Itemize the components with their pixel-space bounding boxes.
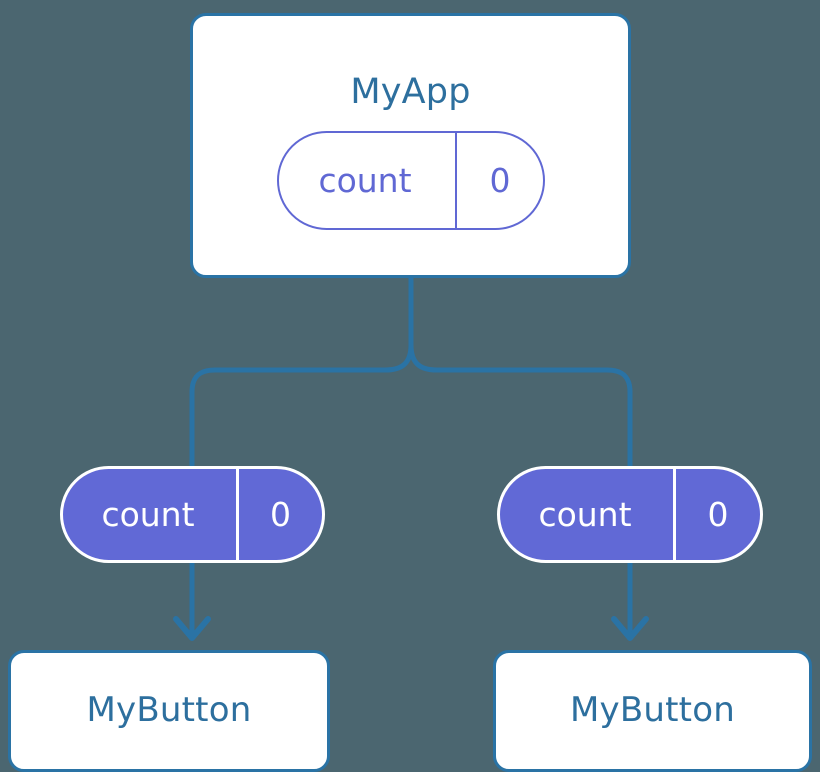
connector-branch-right [408, 342, 633, 469]
component-mybutton-left-label: MyButton [86, 690, 252, 730]
component-myapp-label: MyApp [350, 72, 471, 112]
state-key-child-right: count [538, 495, 632, 534]
state-value-myapp: 0 [455, 133, 543, 228]
state-value-child-left: 0 [236, 469, 322, 560]
arrow-head-left [173, 616, 211, 641]
state-key-myapp: count [318, 161, 412, 200]
state-pill-myapp[interactable]: count 0 [277, 131, 545, 230]
connector-branch-left [189, 342, 414, 469]
component-mybutton-right[interactable]: MyButton [493, 650, 812, 772]
state-value-child-right: 0 [673, 469, 760, 560]
arrow-head-right [611, 616, 649, 641]
state-pill-child-right[interactable]: count 0 [497, 466, 763, 563]
state-pill-child-left[interactable]: count 0 [60, 466, 325, 563]
component-mybutton-left[interactable]: MyButton [8, 650, 330, 772]
state-key-child-left: count [101, 495, 195, 534]
component-mybutton-right-label: MyButton [570, 690, 735, 730]
